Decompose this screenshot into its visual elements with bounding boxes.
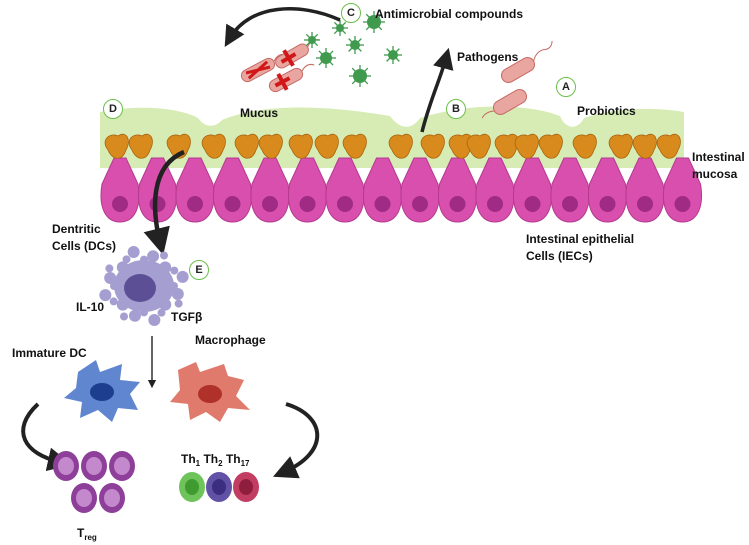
epithelial-cells (100, 157, 702, 223)
arrow-to-treg (21, 402, 72, 472)
tgfb-label: TGFβ (171, 310, 203, 324)
intestinal-mucosa-label-line2: mucosa (692, 167, 738, 181)
iec-label-line2: Cells (IECs) (526, 249, 593, 263)
mucin-granule (572, 133, 597, 159)
treg-cell (109, 451, 135, 481)
probiotics-label: Probiotics (577, 104, 636, 118)
treg-cell (81, 451, 107, 481)
mucin-granule (166, 133, 191, 159)
badge-a: A (556, 77, 576, 97)
pathogens-label: Pathogens (457, 50, 519, 64)
arrow-to-killed-pathogens (224, 7, 341, 48)
mucin-granule (104, 133, 129, 159)
treg-cells (53, 451, 135, 513)
mucin-granule (234, 133, 259, 159)
treg-cell (53, 451, 79, 481)
treg-cell (71, 483, 97, 513)
mucin-granule (388, 133, 413, 159)
antimicrobial-label: Antimicrobial compounds (375, 7, 524, 21)
killed-pathogens (240, 39, 320, 93)
il10-label: IL-10 (76, 300, 105, 314)
antimicrobial-particle (349, 65, 371, 87)
arrow-to-antimicrobial (420, 47, 454, 133)
badge-c: C (341, 3, 361, 23)
treg-label: Treg (77, 526, 97, 542)
mucin-granule (466, 133, 491, 159)
immature-dc-cell (64, 360, 140, 422)
mucin-granule (538, 133, 563, 159)
macrophage-label: Macrophage (195, 333, 266, 347)
arrow-to-dendritic-cells (143, 149, 185, 256)
mucin-granule (514, 133, 539, 159)
pathogens-group (481, 41, 553, 119)
mucin-granules (104, 133, 681, 159)
iec-label-line1: Intestinal epithelial (526, 232, 635, 246)
mucin-granule (314, 133, 339, 159)
th17-label: Th17 (225, 452, 250, 468)
mucin-granule (201, 133, 226, 159)
antimicrobial-particle (304, 32, 320, 48)
antimicrobial-particle (332, 20, 348, 36)
mucus-label: Mucus (240, 106, 279, 120)
mucin-granule (656, 133, 681, 159)
dendritic-cell (99, 245, 189, 327)
th-cells-label: Th1 Th2 Th17 (181, 452, 250, 471)
dc-label-line2: Cells (DCs) (52, 239, 117, 253)
antimicrobial-particle (346, 36, 364, 54)
immature-dc-label: Immature DC (12, 346, 87, 360)
mucin-granule (128, 133, 153, 159)
mucin-granule (342, 133, 367, 159)
dc-label-line1: Dentritic (52, 222, 101, 236)
macrophage-cell (170, 362, 250, 422)
badge-b: B (446, 99, 466, 119)
mucin-granule (258, 133, 283, 159)
mucin-granule (420, 133, 445, 159)
mucin-granule (288, 133, 313, 159)
badge-e: E (189, 260, 209, 280)
antimicrobial-particle (316, 48, 336, 68)
th2-label: Th2 (203, 452, 223, 468)
intestinal-mucosa-label-line1: Intestinal (692, 150, 745, 164)
mucin-granule (632, 133, 657, 159)
antimicrobial-particles (304, 11, 402, 87)
arrow-to-th-cells (272, 402, 320, 479)
th-cells (179, 472, 259, 502)
antimicrobial-particle (384, 46, 402, 64)
mucin-granule (608, 133, 633, 159)
antimicrobial-particle (363, 11, 385, 33)
th1-label: Th1 (181, 452, 201, 468)
epithelial-cell (663, 157, 702, 223)
treg-cell (99, 483, 125, 513)
badge-d: D (103, 99, 123, 119)
